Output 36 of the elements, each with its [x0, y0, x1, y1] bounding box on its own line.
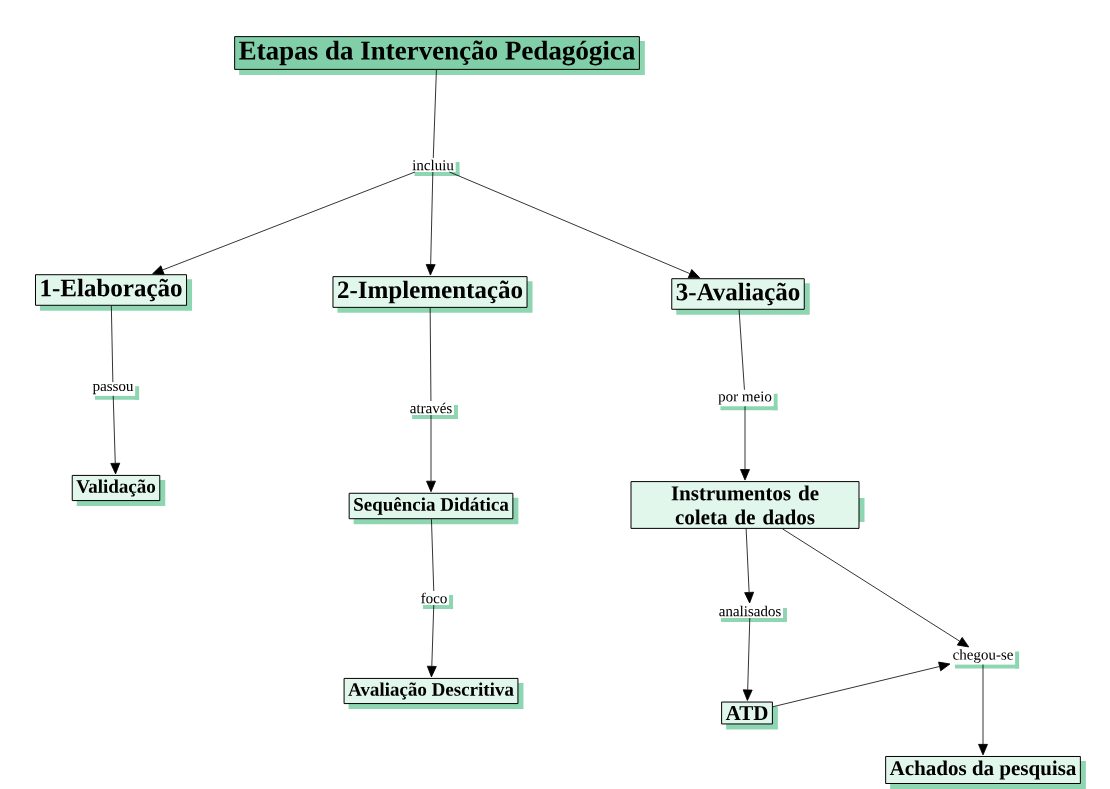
concept-box: 2-Implementação: [332, 276, 533, 313]
concept-box: 1-Elaboração: [35, 274, 193, 311]
concept-box: Sequência Didática: [348, 492, 519, 525]
node-label: através: [410, 402, 452, 414]
arrow: [782, 528, 970, 648]
arrow: [978, 664, 988, 756]
concept-box: Achados da pesquisa: [885, 755, 1086, 789]
arrow: [426, 414, 436, 493]
linking-phrase: analisados: [717, 604, 787, 622]
arrow: [425, 171, 436, 276]
arrow: [744, 528, 755, 604]
linking-phrase: passou: [91, 382, 140, 400]
linking-phrase: chegou-se: [951, 647, 1020, 669]
linking-phrase: incluiu: [410, 158, 460, 176]
node-label: foco: [421, 592, 447, 604]
arrow: [742, 617, 753, 701]
linking-phrase: foco: [419, 591, 454, 610]
concept-box: ATD: [721, 701, 778, 730]
concept-box: Instrumentos de coleta de dados: [630, 481, 865, 529]
node-label: chegou-se: [953, 649, 1013, 663]
concept-box: 3-Avaliação: [671, 278, 810, 315]
node-label: por meio: [718, 391, 772, 405]
title-box: Etapas da Intervenção Pedagógica: [234, 36, 645, 75]
arrow: [449, 171, 701, 279]
node-label: incluiu: [412, 159, 454, 171]
concept-box: Validação: [71, 474, 166, 507]
arrow: [772, 661, 951, 708]
node-label: analisados: [719, 605, 781, 617]
concept-box: Avaliação Descritiva: [343, 677, 524, 710]
arrow: [110, 395, 121, 475]
linking-phrase: através: [408, 401, 458, 419]
arrow: [426, 604, 437, 678]
node-label: passou: [92, 383, 134, 395]
arrow: [740, 405, 750, 481]
linking-phrase: por meio: [716, 389, 778, 411]
arrow: [152, 171, 416, 275]
